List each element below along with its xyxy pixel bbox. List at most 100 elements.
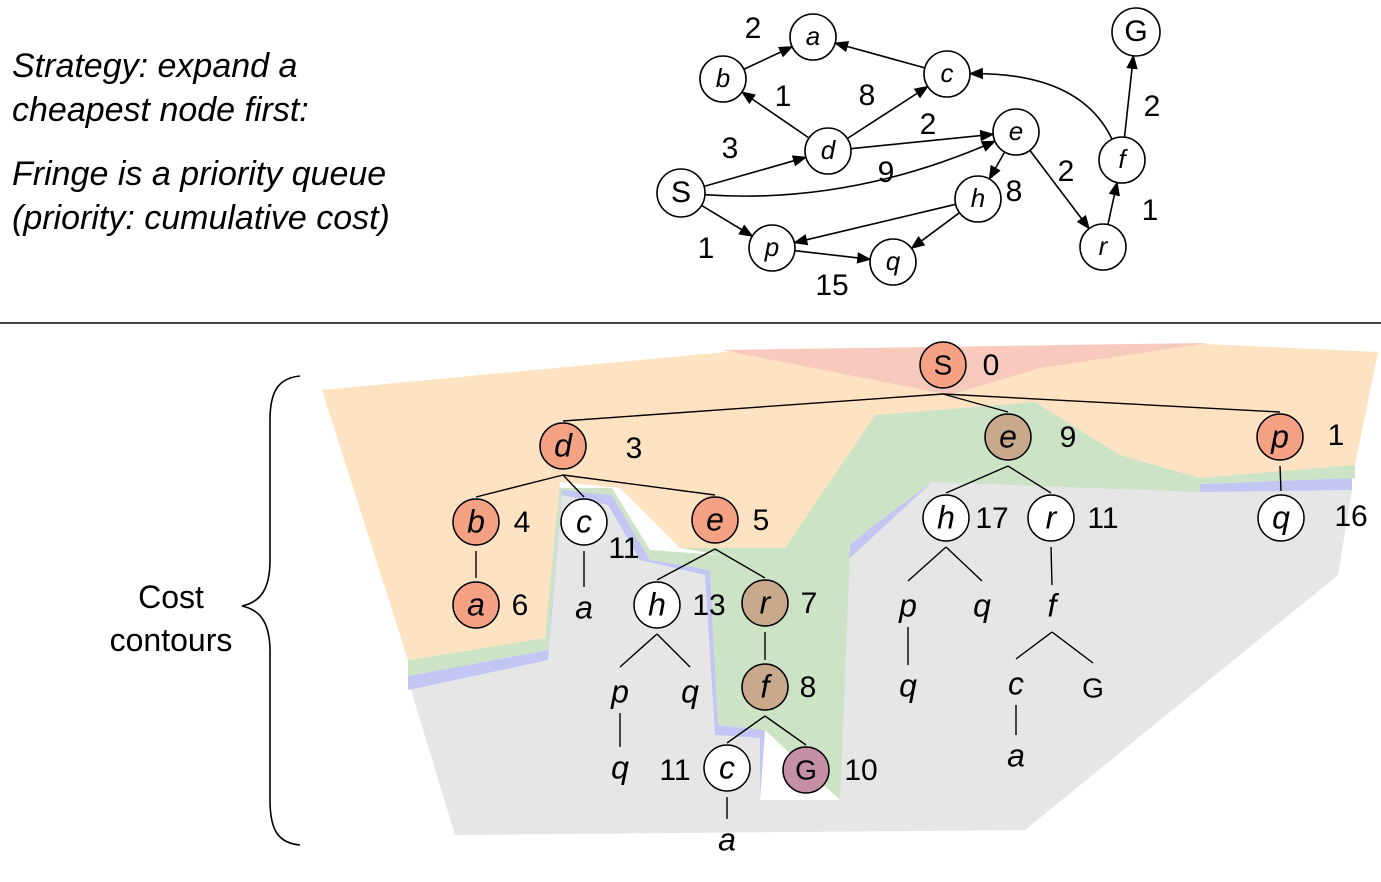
graph-node-label-d: d xyxy=(821,135,837,165)
graph-node-label-c: c xyxy=(941,58,954,88)
tree-node-label-n_q_p: q xyxy=(899,667,917,703)
tree-node-label-n_h17: h xyxy=(937,499,955,535)
fringe-line-2: (priority: cumulative cost) xyxy=(12,199,390,237)
graph-edge-f-G xyxy=(1123,54,1138,138)
tree-node-cost-n_r7: 7 xyxy=(801,587,818,620)
graph-node-d xyxy=(804,127,852,175)
tree-node-label-n_p1: p xyxy=(1270,418,1289,454)
tree-node-label-n_e5: e xyxy=(706,501,724,537)
graph-node-label-q: q xyxy=(886,246,901,276)
tree-node-label-n_h13: h xyxy=(648,586,666,622)
tree-node-label-n_S: S xyxy=(934,349,953,380)
graph-edge-b-a xyxy=(743,46,794,70)
graph-node-label-h: h xyxy=(971,183,985,213)
tree-edge-n_f_r11-n_G_f xyxy=(1051,631,1094,664)
graph-node-label-S: S xyxy=(671,176,691,209)
graph-edge-cost-e-h: 8 xyxy=(1006,175,1023,208)
graph-node-label-r: r xyxy=(1099,231,1109,261)
graph-edge-e-r xyxy=(1029,149,1090,230)
graph-node-a xyxy=(789,13,837,61)
graph-edge-cost-S-p: 1 xyxy=(698,232,715,265)
graph-edge-S-p xyxy=(701,204,754,237)
tree-edge-n_S-n_e9 xyxy=(942,393,1009,413)
graph-edge-d-e xyxy=(850,129,995,150)
strategy-line-2: cheapest node first: xyxy=(12,91,309,129)
tree-node-n_e9 xyxy=(984,413,1032,461)
contours-label-line-1: Cost xyxy=(138,579,204,615)
graph-node-label-f: f xyxy=(1118,144,1128,174)
tree-node-label-n_c_f: c xyxy=(1008,665,1024,701)
tree-node-cost-n_q16: 16 xyxy=(1334,500,1367,533)
tree-node-n_b xyxy=(452,498,500,546)
tree-node-label-n_G_f: G xyxy=(1082,672,1104,703)
tree-node-cost-n_a6: 6 xyxy=(512,589,529,622)
graph-node-label-b: b xyxy=(716,63,730,93)
tree-node-cost-n_e9: 9 xyxy=(1060,421,1077,454)
graph-edge-h-q xyxy=(910,212,960,250)
tree-node-n_f8 xyxy=(741,663,789,711)
tree-node-label-n_q16: q xyxy=(1272,499,1290,535)
fringe-line-1: Fringe is a priority queue xyxy=(12,155,387,193)
tree-node-n_c11b xyxy=(703,744,751,792)
graph-node-q xyxy=(869,238,917,286)
graph-edge-cost-d-e: 2 xyxy=(920,108,937,141)
tree-edge-n_S-n_p1 xyxy=(942,393,1281,413)
tree-node-n_r11 xyxy=(1027,494,1075,542)
tree-node-label-n_c11: c xyxy=(576,503,592,539)
tree-edge-n_e9-n_r11 xyxy=(1007,465,1052,494)
graph-edge-cost-S-d: 3 xyxy=(722,132,739,165)
tree-node-cost-n_c11b: 11 xyxy=(659,754,690,787)
graph-node-label-a: a xyxy=(806,21,820,51)
tree-edge-n_e9-n_h17 xyxy=(945,465,1009,494)
graph-edge-cost-r-f: 1 xyxy=(1142,194,1159,227)
tree-edge-n_d-n_c11 xyxy=(562,474,585,498)
graph-node-e xyxy=(992,108,1040,156)
tree-edge-n_e5-n_h13 xyxy=(656,548,716,581)
tree-node-n_e5 xyxy=(691,496,739,544)
tree-edge-n_S-n_d xyxy=(562,393,944,422)
contour-band-green xyxy=(408,465,1355,800)
graph-node-label-G: G xyxy=(1124,15,1147,48)
tree-node-label-n_q_h13: q xyxy=(681,673,699,709)
contour-brace xyxy=(241,375,301,846)
tree-node-label-n_p_h13: p xyxy=(610,673,629,709)
tree-edge-n_h13-n_p_h13 xyxy=(619,633,658,668)
graph-edge-S-d xyxy=(703,155,808,188)
tree-node-n_a6 xyxy=(452,581,500,629)
tree-node-n_S xyxy=(919,341,967,389)
graph-edge-h-p xyxy=(792,203,956,246)
graph-node-r xyxy=(1079,223,1127,271)
tree-node-cost-n_e5: 5 xyxy=(753,504,770,537)
tree-node-label-n_a_c: a xyxy=(575,589,593,625)
strategy-line-1: Strategy: expand a xyxy=(12,47,298,85)
graph-edge-p-q xyxy=(794,249,872,264)
graph-node-f xyxy=(1098,136,1146,184)
tree-edge-n_d-n_b xyxy=(475,474,564,498)
contours-label-line-2: contours xyxy=(109,622,233,658)
tree-edge-n_d-n_e5 xyxy=(562,474,716,496)
strategy-description: Strategy: expand a cheapest node first: xyxy=(12,44,309,132)
graph-node-S xyxy=(656,168,706,218)
tree-node-label-n_b: b xyxy=(467,503,485,539)
graph-edge-cost-S-e: 9 xyxy=(878,156,895,189)
tree-node-n_h17 xyxy=(922,494,970,542)
graph-edge-d-c xyxy=(846,85,929,140)
graph-edge-d-b xyxy=(740,91,810,139)
tree-node-n_r7 xyxy=(741,579,789,627)
cost-contours-label: Cost contours xyxy=(96,576,246,662)
graph-edge-cost-d-c: 8 xyxy=(859,79,876,112)
graph-edge-cost-b-a: 2 xyxy=(745,12,762,45)
tree-edge-n_h17-n_q_h17 xyxy=(945,546,983,582)
graph-node-h xyxy=(954,175,1002,223)
contour-band-gray xyxy=(408,482,1352,835)
graph-edge-cost-f-G: 2 xyxy=(1144,90,1161,123)
tree-node-label-n_q_p13: q xyxy=(611,749,629,785)
tree-node-n_p1 xyxy=(1256,413,1304,461)
graph-node-c xyxy=(923,50,971,98)
tree-node-n_G10 xyxy=(782,746,830,794)
tree-node-n_c11 xyxy=(560,498,608,546)
tree-node-label-n_a_cf: a xyxy=(1007,737,1025,773)
graph-edge-e-h xyxy=(988,151,1006,181)
